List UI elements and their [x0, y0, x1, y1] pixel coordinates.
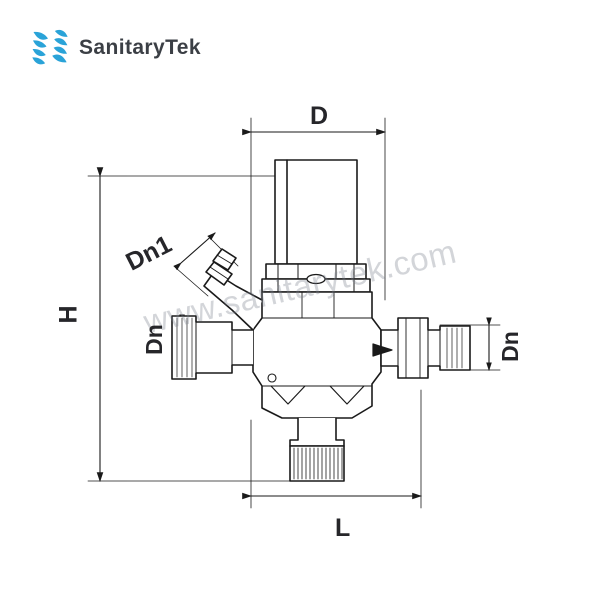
sanitarytek-logo-icon [32, 29, 68, 65]
valve-upper-collar [261, 263, 371, 293]
valve-main-body [252, 291, 382, 419]
dimension-label-dn-right: Dn [496, 331, 523, 362]
dimension-label-dn-left: Dn [140, 324, 167, 355]
valve-right-outlet [380, 317, 471, 379]
brand-logo: SanitaryTek [30, 26, 201, 68]
valve-left-inlet [171, 315, 254, 380]
dimension-label-l: L [335, 514, 351, 542]
dimension-label-h: H [54, 305, 83, 324]
flow-direction-arrow [372, 343, 393, 357]
dimension-label-d: D [310, 102, 329, 130]
valve-bottom-adjuster [289, 417, 345, 482]
valve-top-cover [274, 159, 358, 265]
valve-left-branch-arm [203, 248, 263, 331]
brand-name: SanitaryTek [79, 35, 201, 59]
valve-internal-marks [267, 373, 365, 405]
